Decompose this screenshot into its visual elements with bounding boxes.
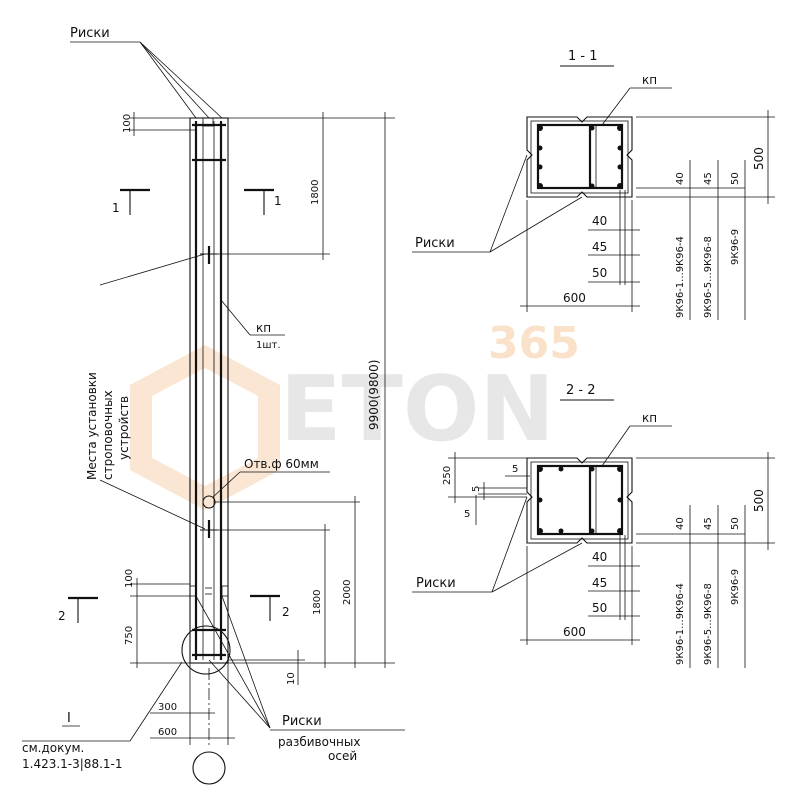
reference-note: I см.докум. 1.423.1-3|88.1-1 — [22, 661, 183, 771]
riski-top-callout: Риски — [70, 26, 223, 119]
column-elevation — [181, 117, 231, 785]
section1-voffset-50: 50 — [730, 172, 741, 185]
kp-main-label: кп — [256, 321, 271, 335]
cut-2-right: 2 — [282, 605, 290, 619]
detail-circle-I — [181, 625, 231, 675]
section2-height: 500 — [752, 489, 766, 512]
section1-series-3: 9К96-9 — [730, 229, 741, 265]
hole-callout: Отв.ф 60мм — [212, 457, 330, 498]
cut-1-right: 1 — [274, 194, 282, 208]
dim-10: 10 — [286, 672, 297, 685]
section2-title: 2 - 2 — [566, 383, 596, 398]
section2-offset-45: 45 — [592, 576, 607, 590]
section1-offset-50: 50 — [592, 266, 607, 280]
watermark-number: 365 — [488, 318, 580, 369]
section2-voffset-45: 45 — [703, 517, 714, 530]
dim-2000: 2000 — [342, 580, 353, 605]
ref-line1: см.докум. — [22, 741, 84, 755]
column-dimensions: 100 1800 9900(9800) 2000 1800 10 100 750 — [122, 112, 395, 745]
section2-kp: кп — [642, 411, 657, 425]
razb-line2: осей — [328, 749, 357, 763]
riski-bottom-label: Риски — [282, 714, 322, 729]
section2-top-dim: 250 — [442, 466, 453, 485]
mesta-line2: строповочных — [101, 390, 115, 480]
ref-mark: I — [67, 711, 71, 726]
cut-2-left: 2 — [58, 609, 66, 623]
dim-600: 600 — [158, 727, 177, 738]
section2-small-5-c: 5 — [464, 509, 470, 520]
dim-total: 9900(9800) — [367, 360, 381, 430]
dim-1800-top: 1800 — [310, 180, 321, 205]
section2-small-5-a: 5 — [512, 464, 518, 475]
section1-series-2: 9К96-5...9К96-8 — [703, 236, 714, 318]
kp-main-qty: 1шт. — [256, 340, 281, 351]
dim-1800-bottom: 1800 — [312, 590, 323, 615]
ref-line2: 1.423.1-3|88.1-1 — [22, 757, 123, 771]
section1-title: 1 - 1 — [568, 49, 598, 64]
section1-offset-45: 45 — [592, 240, 607, 254]
section1-voffset-45: 45 — [703, 172, 714, 185]
cut-1-1: 1 1 — [112, 188, 282, 215]
section1-riski: Риски — [415, 236, 455, 251]
section2-rebars — [537, 466, 623, 534]
axis-bubble — [192, 751, 226, 785]
mesta-line1: Места установки — [85, 372, 99, 480]
cut-2-2: 2 2 — [58, 594, 290, 623]
section2-small-5-b: 5 — [471, 486, 482, 492]
section2-series-1: 9К96-1...9К96-4 — [675, 583, 686, 665]
hole-label: Отв.ф 60мм — [244, 457, 319, 471]
section1-series-1: 9К96-1...9К96-4 — [675, 236, 686, 318]
section1-kp: кп — [642, 73, 657, 87]
riski-bottom-callout: Риски разбивочных осей — [195, 595, 405, 763]
section-1-1: 1 - 1 кп Риски 600 — [412, 49, 775, 320]
section2-offset-50: 50 — [592, 601, 607, 615]
section1-voffset-40: 40 — [675, 172, 686, 185]
dim-top-100: 100 — [122, 114, 133, 133]
section2-offset-40: 40 — [592, 550, 607, 564]
razb-line1: разбивочных — [278, 735, 360, 749]
mesta-line3: устройств — [117, 396, 131, 460]
section2-voffset-40: 40 — [675, 517, 686, 530]
section2-series-3: 9К96-9 — [730, 569, 741, 605]
section1-offset-40: 40 — [592, 214, 607, 228]
dim-750: 750 — [124, 626, 135, 645]
section1-rebars — [537, 125, 623, 189]
section2-voffset-50: 50 — [730, 517, 741, 530]
watermark-brand: ETON — [280, 357, 555, 462]
lifting-points-callout: Места установки строповочных устройств — [85, 253, 206, 530]
dim-300: 300 — [158, 702, 177, 713]
section2-series-2: 9К96-5...9К96-8 — [703, 583, 714, 665]
section1-width: 600 — [563, 291, 586, 305]
section2-riski: Риски — [416, 576, 456, 591]
section1-height: 500 — [752, 147, 766, 170]
section-2-2: 2 - 2 кп 250 5 5 5 Риски — [412, 383, 775, 668]
kp-main-callout: кп 1шт. — [220, 299, 285, 351]
section2-width: 600 — [563, 625, 586, 639]
cut-1-left: 1 — [112, 201, 120, 215]
dim-bottom-100: 100 — [124, 569, 135, 588]
riski-top-label: Риски — [70, 26, 110, 41]
watermark: 365 ETON — [130, 318, 580, 510]
